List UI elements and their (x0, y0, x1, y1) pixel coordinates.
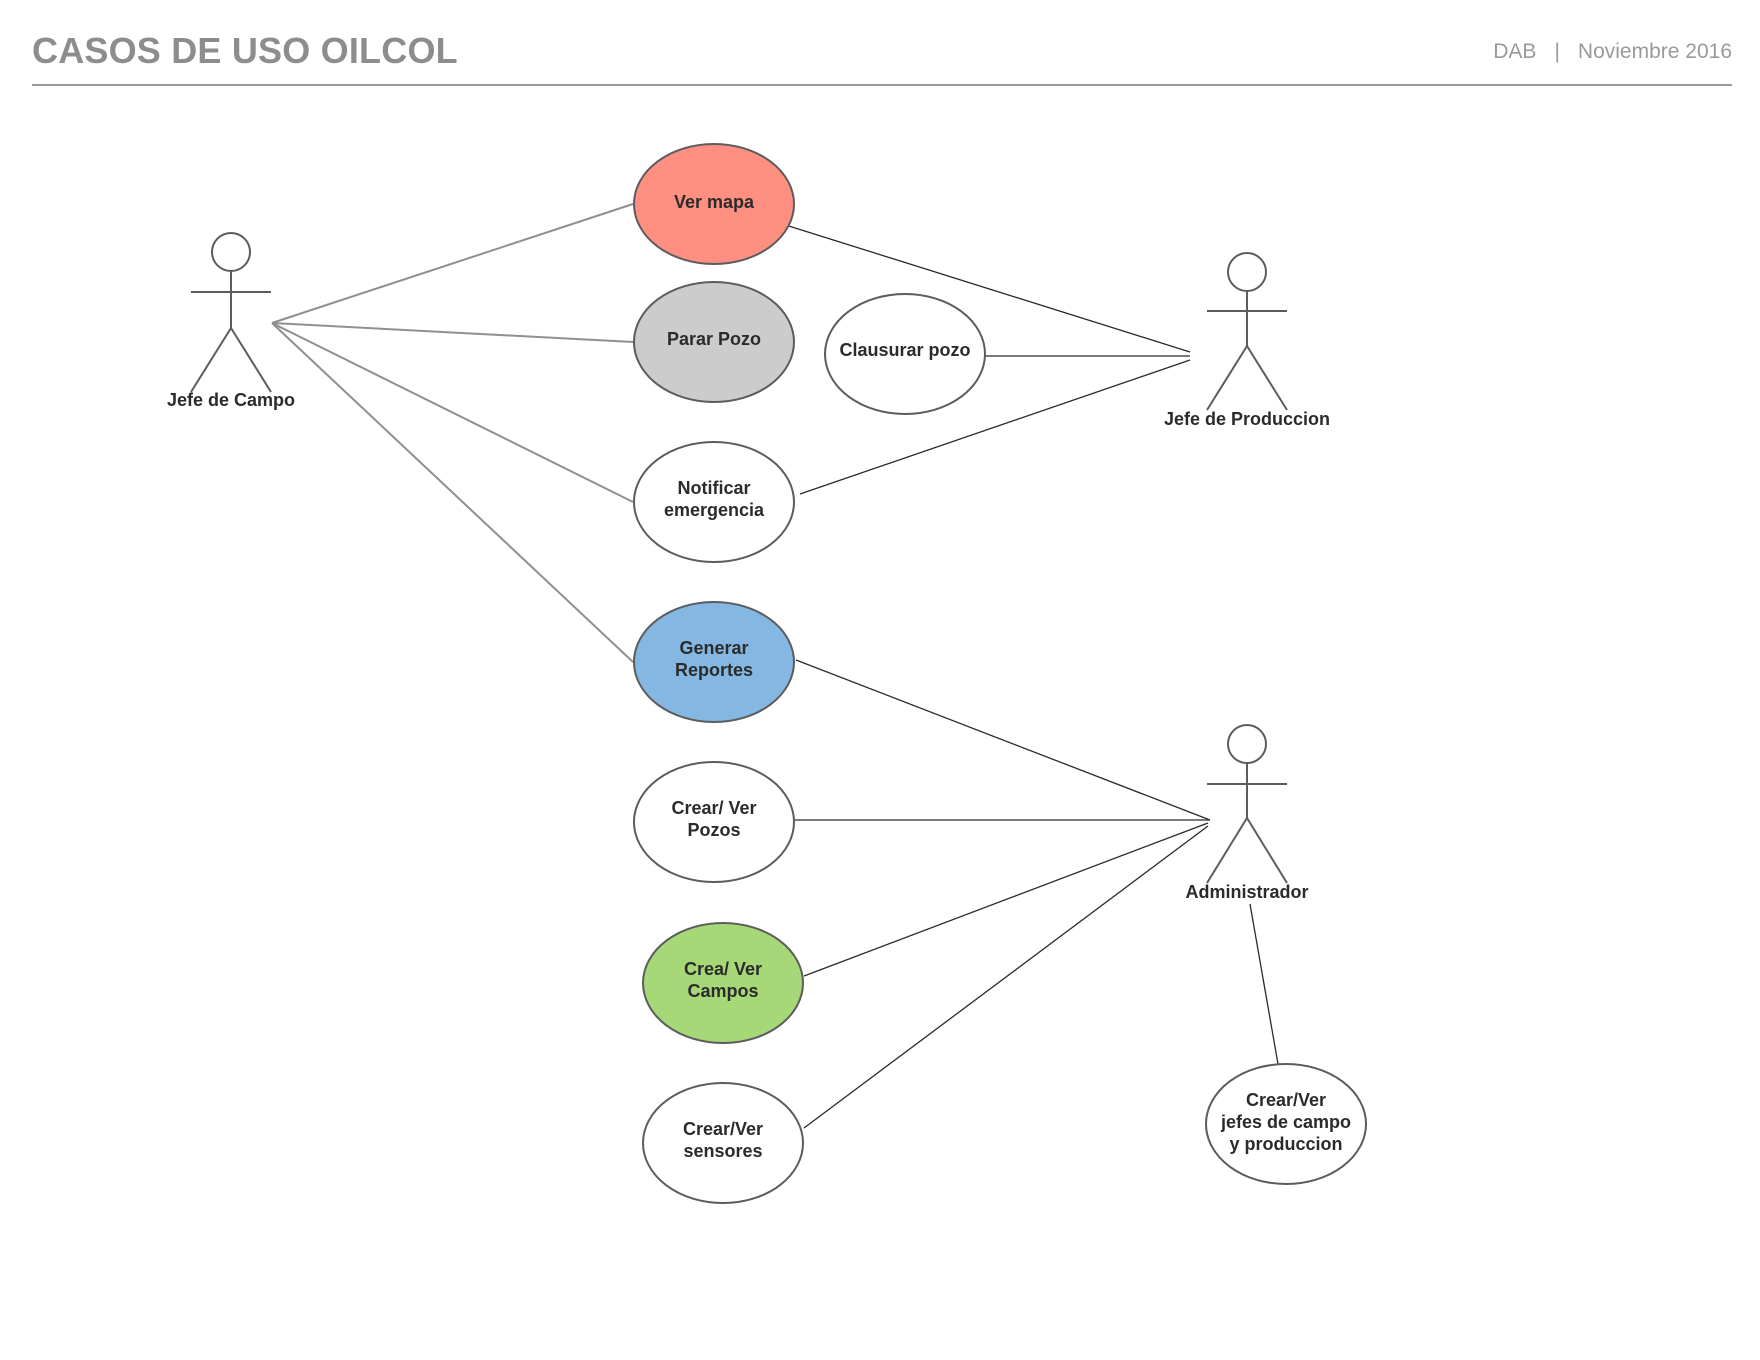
use-case-label-clausurar-pozo: Clausurar pozo (839, 340, 970, 360)
association-line-admin-jefes (1249, 903, 1279, 1065)
use-case-ellipse (633, 761, 795, 883)
associations-administrador (795, 659, 1279, 1129)
association-line-campo-ver-mapa (271, 203, 634, 324)
association-line-campo-parar-pozo (271, 322, 634, 343)
stick-figure-icon (190, 232, 272, 393)
use-case-ellipse (1205, 1063, 1367, 1185)
use-case-parar-pozo: Parar Pozo (633, 281, 795, 403)
stick-figure-icon (1206, 252, 1288, 411)
use-case-label-line-2: Pozos (687, 820, 740, 840)
association-line-campo-reportes (271, 322, 634, 663)
use-case-label-line-1: Generar (679, 638, 748, 658)
use-case-ellipse (633, 281, 795, 403)
association-line-campo-notificar (271, 322, 634, 503)
use-case-crear-ver-pozos: Crear/ Ver Pozos (633, 761, 795, 883)
meta-separator: | (1554, 40, 1560, 63)
actor-jefe-de-produccion: Jefe de Produccion (1164, 252, 1330, 429)
actor-label-administrador: Administrador (1185, 882, 1308, 902)
use-case-label-line-1: Crear/Ver (1246, 1090, 1326, 1110)
use-case-ellipse (633, 601, 795, 723)
use-case-label-line-2: jefes de campo (1220, 1112, 1351, 1132)
use-case-ellipse (642, 1082, 804, 1204)
use-case-crear-ver-jefes: Crear/Ver jefes de campo y produccion (1205, 1063, 1367, 1185)
use-case-label-ver-mapa: Ver mapa (674, 192, 755, 212)
use-case-crea-ver-campos: Crea/ Ver Campos (642, 922, 804, 1044)
use-case-label-line-1: Crear/ Ver (671, 798, 756, 818)
use-case-label-line-1: Crear/Ver (683, 1119, 763, 1139)
use-case-label-parar-pozo: Parar Pozo (667, 329, 761, 349)
associations-jefe-de-campo (271, 203, 634, 663)
document-meta: DAB | Noviembre 2016 (1493, 40, 1732, 64)
association-line-admin-reportes (795, 659, 1211, 821)
stick-figure-icon (1206, 724, 1288, 884)
actor-label-jefe-de-campo: Jefe de Campo (167, 390, 295, 410)
use-case-ver-mapa: Ver mapa (633, 143, 795, 265)
use-case-label-line-2: sensores (683, 1141, 762, 1161)
associations-jefe-de-produccion (775, 221, 1191, 495)
use-case-ellipse (633, 441, 795, 563)
use-case-ellipse (824, 293, 986, 415)
use-case-label-line-1: Crea/ Ver (684, 959, 762, 979)
use-case-ellipse (642, 922, 804, 1044)
use-case-clausurar-pozo: Clausurar pozo (824, 293, 986, 415)
association-line-produccion-ver-mapa (775, 221, 1191, 353)
use-case-ellipse (633, 143, 795, 265)
use-case-label-line-2: Campos (687, 981, 758, 1001)
use-case-label-line-3: y produccion (1229, 1134, 1342, 1154)
actor-jefe-de-campo: Jefe de Campo (167, 232, 295, 410)
author-label: DAB (1493, 40, 1537, 63)
actor-label-jefe-de-produccion: Jefe de Produccion (1164, 409, 1330, 429)
date-label: Noviembre 2016 (1577, 40, 1732, 63)
association-line-admin-sensores (803, 825, 1209, 1129)
use-case-label-line-2: Reportes (675, 660, 753, 680)
association-line-admin-campos (803, 822, 1209, 977)
use-case-generar-reportes: Generar Reportes (633, 601, 795, 723)
use-case-crear-ver-sensores: Crear/Ver sensores (642, 1082, 804, 1204)
association-line-produccion-notificar (799, 359, 1191, 495)
use-case-label-line-1: Notificar (677, 478, 750, 498)
page-title: CASOS DE USO OILCOL (32, 30, 458, 71)
use-case-notificar-emergencia: Notificar emergencia (633, 441, 795, 563)
page-header: CASOS DE USO OILCOL DAB | Noviembre 2016 (32, 28, 1732, 86)
use-case-label-line-2: emergencia (664, 500, 765, 520)
actor-administrador: Administrador (1185, 724, 1309, 902)
